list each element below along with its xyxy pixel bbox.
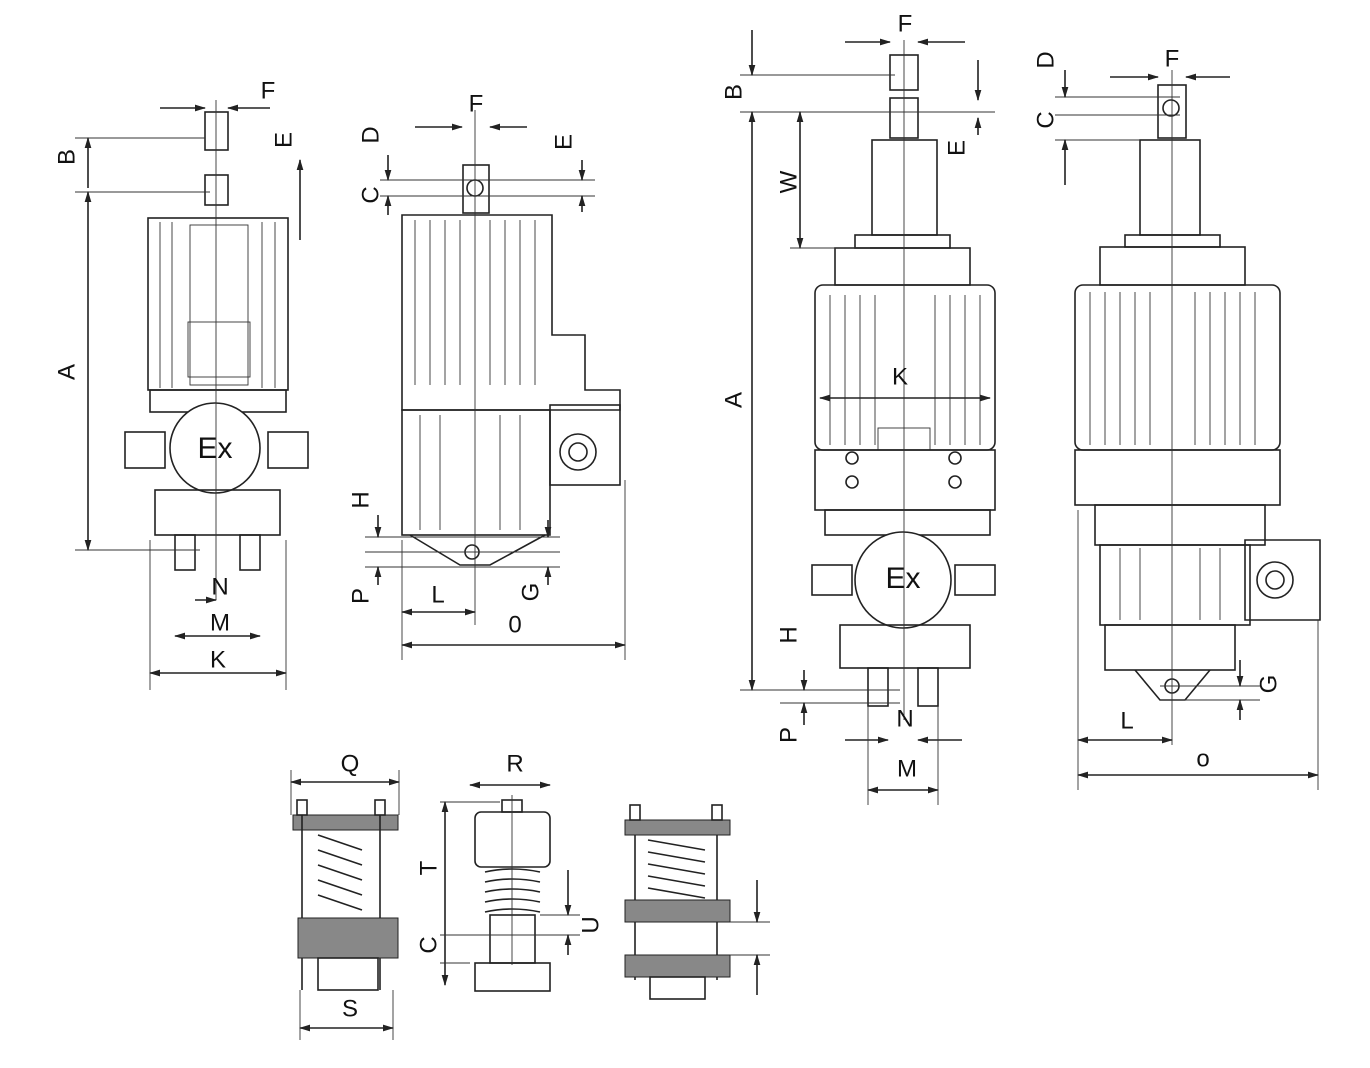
dim-label-b: B (720, 84, 747, 100)
dim-label-a: A (53, 364, 80, 380)
side-view-large: D F C L o G (1032, 45, 1321, 790)
dim-label-k: K (210, 646, 226, 673)
dim-label-d: D (1032, 51, 1059, 68)
dim-label-f: F (898, 10, 913, 37)
spring-unit-c (624, 804, 770, 1000)
dim-label-r: R (506, 750, 523, 777)
dim-label-u: U (577, 916, 604, 933)
side-view-small: F D E C H P L G 0 (347, 90, 627, 660)
dim-label-c: C (415, 936, 442, 953)
dim-label-c: C (1032, 111, 1059, 128)
dim-label-f: F (1165, 45, 1180, 72)
ex-mark: Ex (885, 562, 920, 595)
dim-label-f: F (469, 90, 484, 117)
dim-label-e: E (943, 140, 970, 156)
dim-label-a: A (720, 392, 747, 408)
dim-label-s: S (342, 995, 358, 1022)
dim-label-e: E (550, 134, 577, 150)
dim-label-m: M (897, 755, 917, 782)
dim-label-h: H (775, 626, 802, 643)
ex-mark: Ex (197, 432, 232, 465)
dim-label-w: W (775, 170, 802, 193)
dim-label-m: M (210, 609, 230, 636)
dim-label-g: G (1255, 675, 1282, 694)
dim-label-p: P (347, 588, 374, 604)
dim-label-c: C (357, 186, 384, 203)
dim-label-q: Q (341, 750, 360, 777)
dim-label-e: E (270, 132, 297, 148)
dim-label-k: K (892, 363, 908, 390)
front-view-small: Ex F B E A N M K (53, 77, 309, 690)
dim-label-l: L (1120, 707, 1133, 734)
dim-label-f: F (261, 77, 276, 104)
dim-label-g: G (517, 583, 544, 602)
dim-label-l: L (431, 581, 444, 608)
dim-label-p: P (775, 727, 802, 743)
dim-label-t: T (415, 860, 442, 875)
dim-label-o: 0 (508, 611, 521, 638)
dim-label-n: N (211, 573, 228, 600)
dim-label-n: N (896, 705, 913, 732)
dim-label-o: o (1196, 745, 1209, 772)
dim-label-b: B (53, 149, 80, 165)
dim-label-h: H (347, 491, 374, 508)
spring-unit-a: Q S (289, 750, 401, 1040)
spring-unit-b: R T C U (415, 750, 604, 992)
front-view-large: Ex F B E W A K H P N M (720, 10, 996, 805)
dim-label-d: D (357, 126, 384, 143)
